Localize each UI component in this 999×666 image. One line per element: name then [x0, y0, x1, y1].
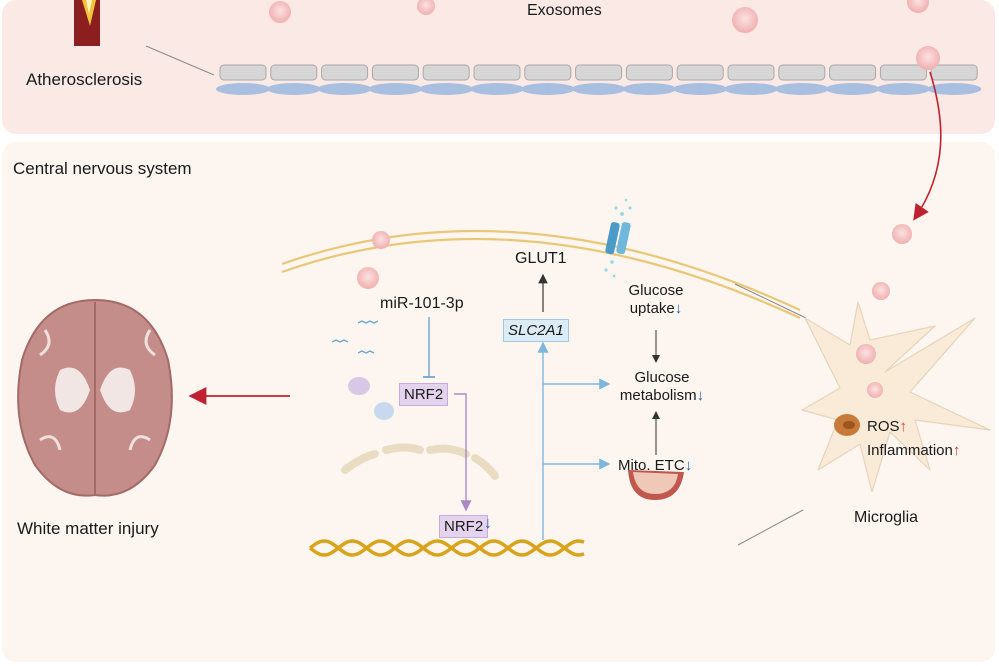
glucose-metabolism-label: Glucose metabolism↓ — [606, 369, 718, 405]
dna-strand — [308, 539, 585, 557]
dna-helix — [308, 539, 585, 557]
endothelial-cell — [270, 64, 318, 81]
smooth-muscle-cell — [724, 83, 778, 95]
nrf2-cytoplasm-box: NRF2 — [399, 383, 449, 406]
smooth-muscle-cell — [419, 83, 474, 95]
cns-title: Central nervous system — [13, 159, 192, 178]
ros-label: ROS↑ — [867, 418, 907, 436]
glut1-label: GLUT1 — [515, 250, 567, 267]
glucose-metabolism-line2: metabolism — [619, 387, 697, 404]
artery-illustration — [74, 0, 100, 46]
mito-etc-label: Mito. ETC↓ — [618, 457, 692, 475]
ros-up-arrow: ↑ — [899, 418, 908, 435]
endothelial-cell — [473, 64, 521, 81]
microglia-label: Microglia — [854, 509, 919, 526]
atherosclerosis-label: Atherosclerosis — [26, 70, 143, 89]
smooth-muscle-cell — [317, 83, 372, 95]
glut1-transporter-icon — [604, 198, 632, 278]
endothelial-cell — [676, 64, 724, 81]
slc2a1-gene-box: SLC2A1 — [503, 319, 569, 342]
glucose-uptake-label: Glucose uptake↓ — [618, 282, 694, 318]
ros-text: ROS — [867, 418, 900, 435]
smooth-muscle-cell — [571, 83, 626, 95]
endothelial-cell — [930, 64, 978, 81]
inflammation-text: Inflammation — [867, 442, 953, 459]
dna-strand — [308, 539, 585, 557]
cell-membrane — [281, 229, 801, 319]
glucose-uptake-line1: Glucose — [628, 282, 684, 299]
endoplasmic-reticulum — [341, 443, 499, 480]
glucose-metabolism-line1: Glucose — [634, 369, 690, 386]
cns-panel — [2, 142, 995, 662]
endothelial-cell — [321, 64, 369, 81]
brain-icon — [17, 298, 173, 497]
vesicle-organelles — [348, 377, 394, 420]
smooth-muscle-cell — [876, 83, 931, 95]
nrf2-nuclear-box: NRF2 — [439, 515, 489, 538]
microglia-leader-top — [734, 283, 807, 319]
mito-etc-text: Mito. ETC — [618, 457, 685, 474]
smooth-muscle-cell — [266, 83, 321, 95]
smooth-muscle-cell — [673, 83, 728, 95]
endothelial-cell — [727, 64, 775, 81]
glucose-uptake-line2: uptake — [629, 300, 675, 317]
endothelial-cell — [829, 64, 877, 81]
microglia-leader-bottom — [737, 509, 804, 546]
inflammation-up-arrow: ↑ — [952, 442, 961, 459]
exosome-particles-cns — [357, 224, 912, 300]
endothelial-cell — [371, 64, 419, 81]
endothelial-cell — [778, 64, 826, 81]
inflammation-label: Inflammation↑ — [867, 442, 960, 460]
mito-etc-down-arrow: ↓ — [684, 457, 693, 474]
mir-101-3p-label: miR-101-3p — [380, 295, 464, 312]
exosome-particles-top — [269, 0, 940, 70]
smooth-muscle-cell — [622, 83, 677, 95]
nrf2-translocation-arrow — [454, 393, 472, 512]
nrf2-down-arrow: ↓ — [484, 515, 492, 532]
atherosclerosis-leader-line — [145, 45, 215, 76]
endothelial-cell — [219, 64, 267, 81]
smooth-muscle-cell — [216, 83, 270, 95]
mitochondrion-icon — [628, 470, 684, 500]
smooth-muscle-cell — [520, 83, 575, 95]
endothelial-cell — [524, 64, 572, 81]
exosomes-label: Exosomes — [527, 2, 602, 19]
smooth-muscle-cell — [927, 83, 982, 95]
microglia-cell-icon — [801, 301, 991, 493]
endothelial-layer — [216, 64, 982, 95]
mirna-squiggles — [331, 320, 379, 354]
smooth-muscle-cell — [368, 83, 423, 95]
smooth-muscle-cell — [774, 83, 829, 95]
smooth-muscle-cell — [470, 83, 524, 95]
smooth-muscle-cell — [825, 83, 880, 95]
endothelial-cell — [879, 64, 927, 81]
metabolism-down-arrow: ↓ — [696, 387, 705, 404]
endothelial-cell — [422, 64, 470, 81]
white-matter-injury-label: White matter injury — [17, 519, 159, 538]
exosome-transfer-arrow — [913, 71, 942, 221]
endothelial-cell — [625, 64, 673, 81]
uptake-down-arrow: ↓ — [674, 300, 683, 317]
endothelial-cell — [575, 64, 623, 81]
